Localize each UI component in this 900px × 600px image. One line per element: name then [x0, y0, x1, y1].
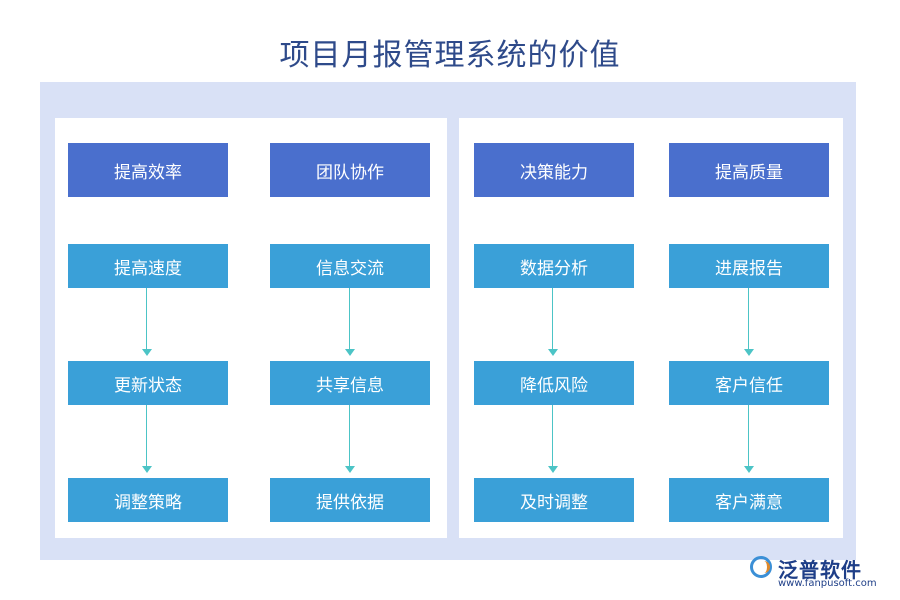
column-2-arrow-2: [345, 405, 355, 473]
column-1-header: 提高效率: [68, 143, 228, 197]
column-2-arrow-1: [345, 288, 355, 356]
column-4-step-1: 进展报告: [669, 244, 829, 288]
column-1-step-3: 调整策略: [68, 478, 228, 522]
column-2-step-3: 提供依据: [270, 478, 430, 522]
column-3-step-1: 数据分析: [474, 244, 634, 288]
column-4-arrow-2: [744, 405, 754, 473]
brand-mark-icon: [750, 556, 772, 578]
column-1-step-2: 更新状态: [68, 361, 228, 405]
column-2-step-1: 信息交流: [270, 244, 430, 288]
column-3-step-2: 降低风险: [474, 361, 634, 405]
column-2-step-2: 共享信息: [270, 361, 430, 405]
column-2-header: 团队协作: [270, 143, 430, 197]
column-3-arrow-2: [548, 405, 558, 473]
diagram-title: 项目月报管理系统的价值: [279, 38, 621, 73]
column-4-header: 提高质量: [669, 143, 829, 197]
brand-url: www.fanpusoft.com: [778, 578, 877, 589]
column-3-arrow-1: [548, 288, 558, 356]
column-3-header: 决策能力: [474, 143, 634, 197]
brand-logo: 泛普软件 www.fanpusoft.com: [750, 552, 890, 592]
column-4-step-3: 客户满意: [669, 478, 829, 522]
column-3-step-3: 及时调整: [474, 478, 634, 522]
column-1-arrow-1: [142, 288, 152, 356]
column-1-arrow-2: [142, 405, 152, 473]
column-4-arrow-1: [744, 288, 754, 356]
column-1-step-1: 提高速度: [68, 244, 228, 288]
column-4-step-2: 客户信任: [669, 361, 829, 405]
brand-name: 泛普软件: [778, 558, 862, 582]
